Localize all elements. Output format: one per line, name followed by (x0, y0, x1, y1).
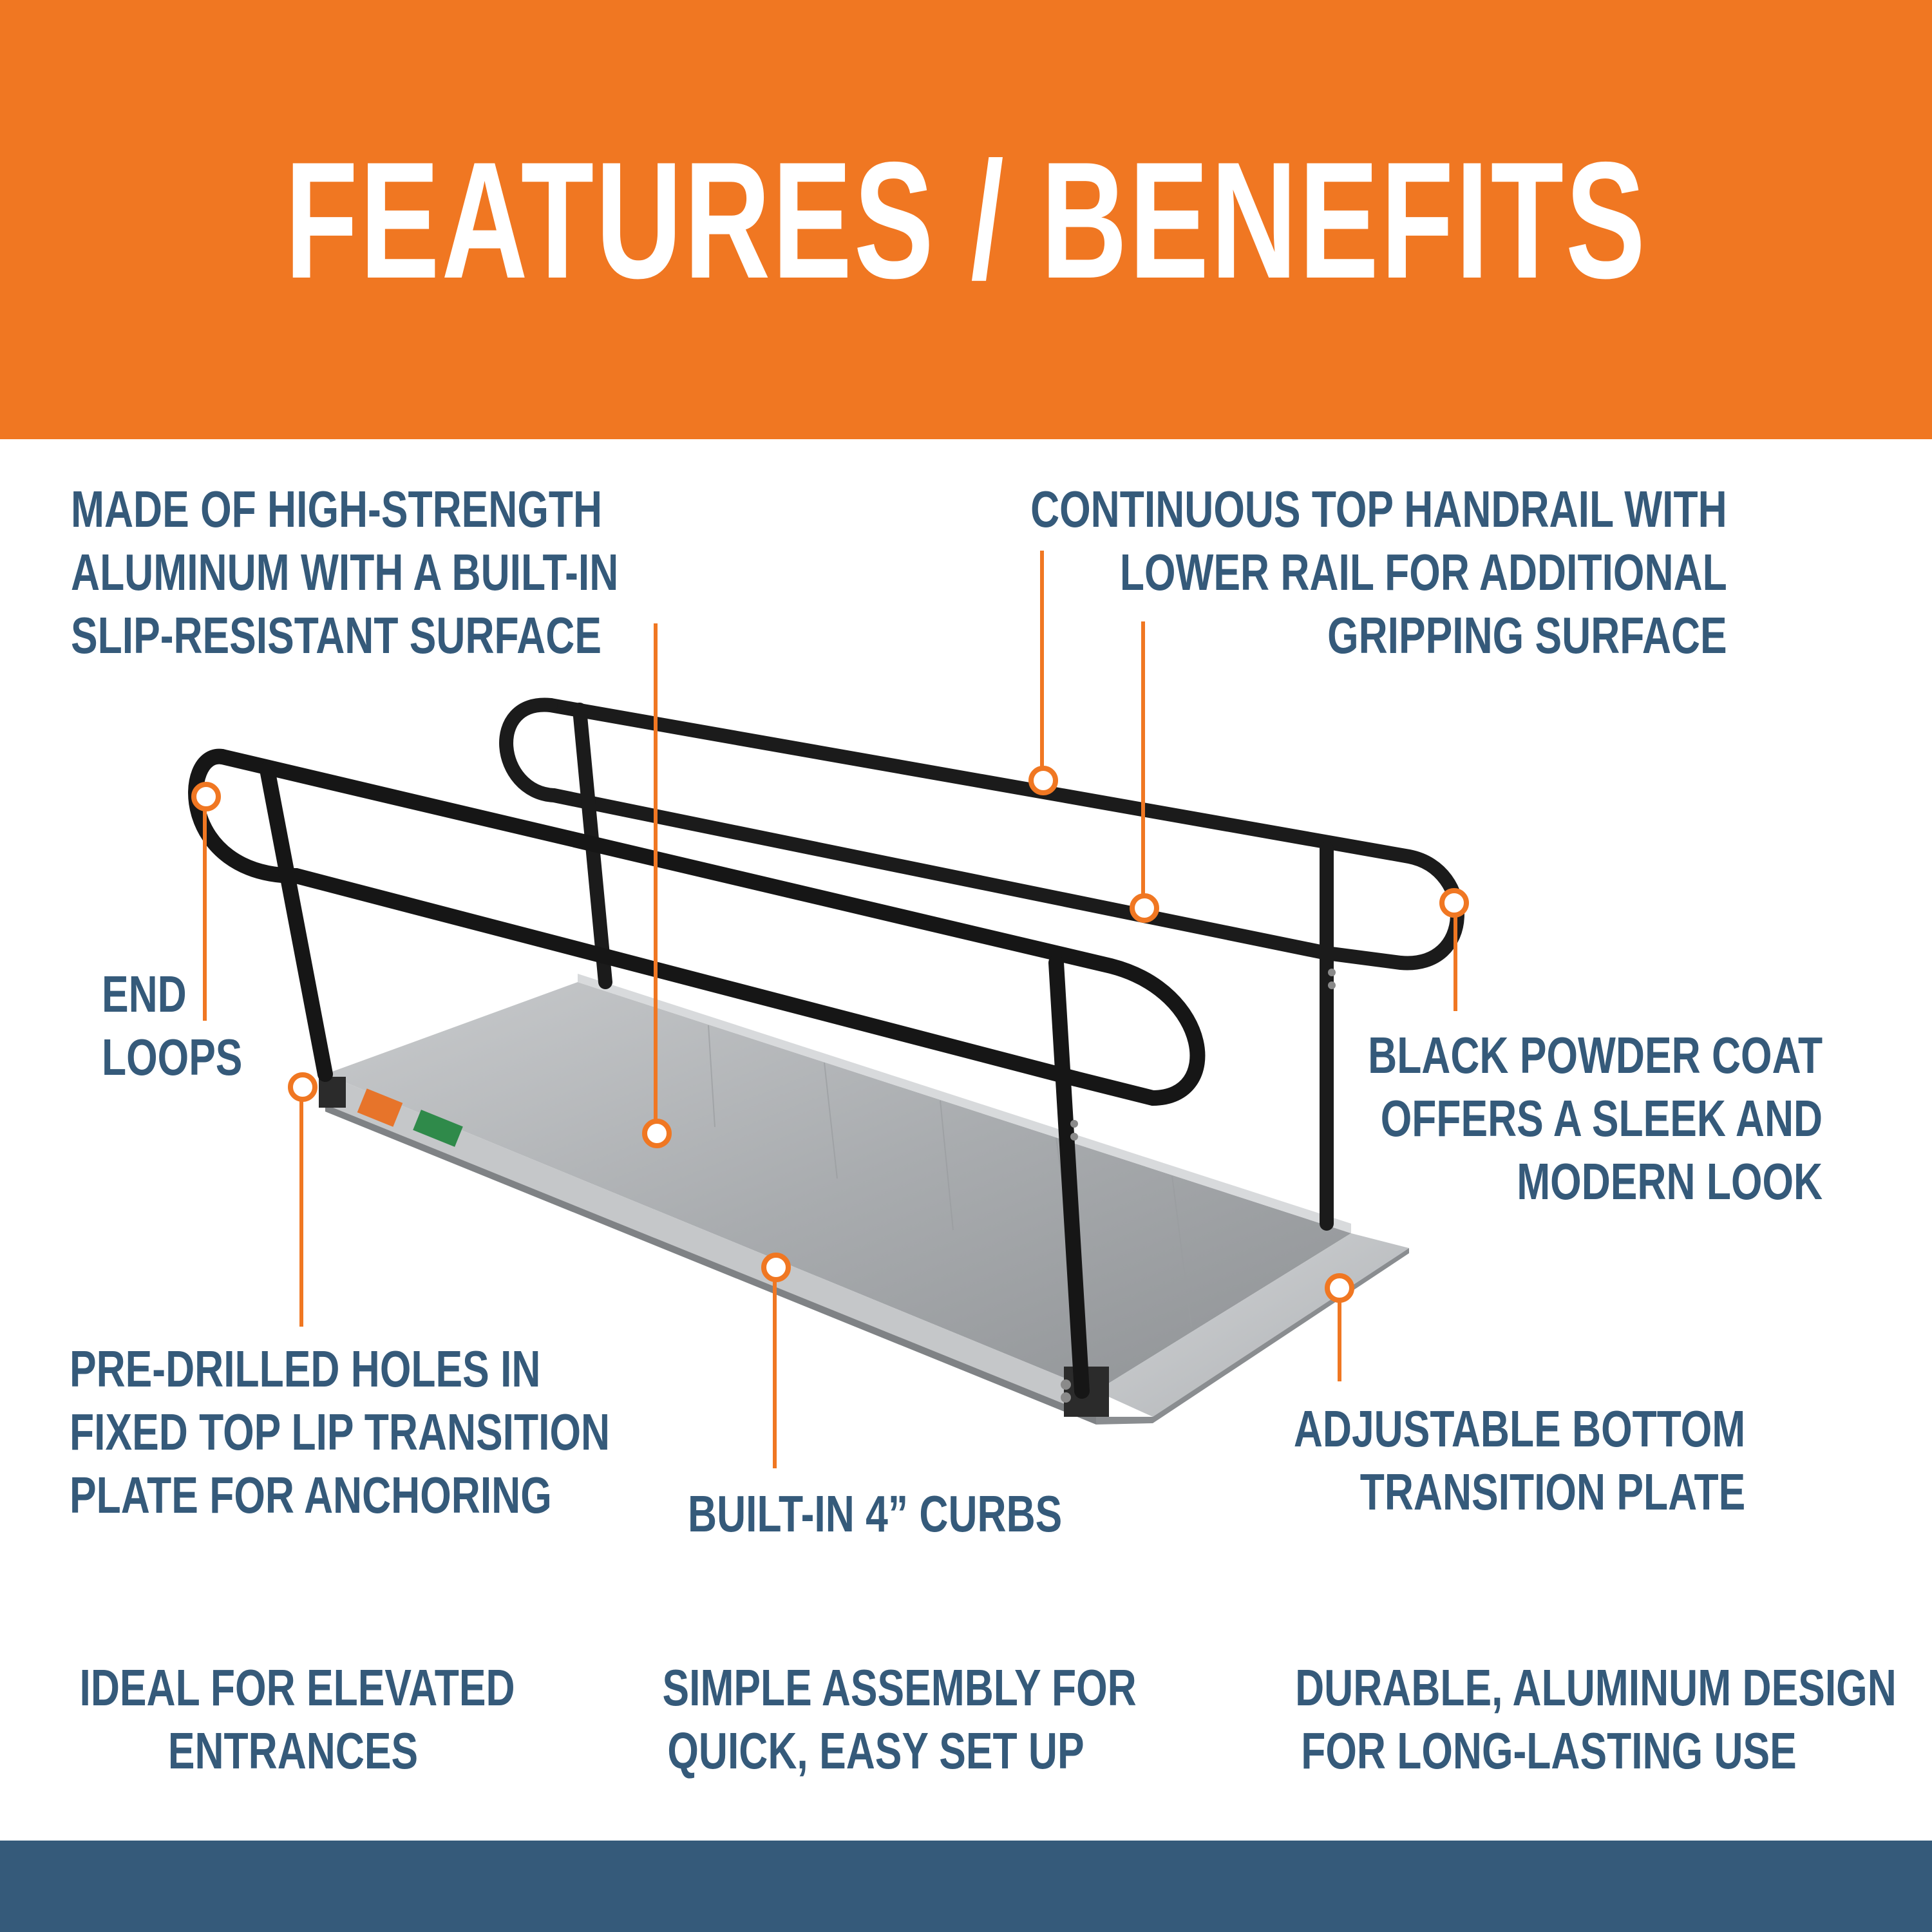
benefit-durable: DURABLE, ALUMINUM DESIGN FOR LONG-LASTIN… (1295, 1659, 1897, 1779)
marker-bottom-plate-icon (1325, 1273, 1354, 1303)
marker-aluminum-icon (642, 1119, 672, 1148)
benefit-assembly: SIMPLE ASSEMBLY FOR QUICK, EASY SET UP (662, 1659, 1137, 1779)
callout-end-loops: END LOOPS (102, 965, 243, 1086)
callout-powder-coat: BLACK POWDER COAT OFFERS A SLEEK AND MOD… (1368, 1027, 1823, 1210)
callout-curbs: BUILT-IN 4” CURBS (688, 1485, 1063, 1542)
marker-lower-rail-icon (1130, 893, 1159, 923)
handrail-front (188, 748, 1206, 1399)
callout-pre-drilled: PRE-DRILLED HOLES IN FIXED TOP LIP TRANS… (70, 1340, 611, 1524)
callout-bottom-plate: ADJUSTABLE BOTTOM TRANSITION PLATE (1293, 1400, 1745, 1520)
callout-handrail: CONTINUOUS TOP HANDRAIL WITH LOWER RAIL … (1030, 480, 1727, 664)
marker-curbs-icon (761, 1253, 791, 1282)
page-title: FEATURES / BENEFITS (285, 126, 1647, 313)
benefit-elevated: IDEAL FOR ELEVATED ENTRANCES (79, 1659, 515, 1779)
marker-handrail-icon (1028, 766, 1058, 795)
header-banner: FEATURES / BENEFITS (0, 0, 1932, 439)
top-lip-plate (319, 1077, 346, 1108)
marker-end-loops-icon (191, 782, 221, 811)
marker-powder-coat-icon (1439, 888, 1469, 918)
footer-bar (0, 1841, 1932, 1932)
ramp-deck (325, 974, 1351, 1425)
marker-pre-drilled-icon (288, 1072, 317, 1102)
callout-aluminum: MADE OF HIGH-STRENGTH ALUMINUM WITH A BU… (71, 480, 619, 664)
